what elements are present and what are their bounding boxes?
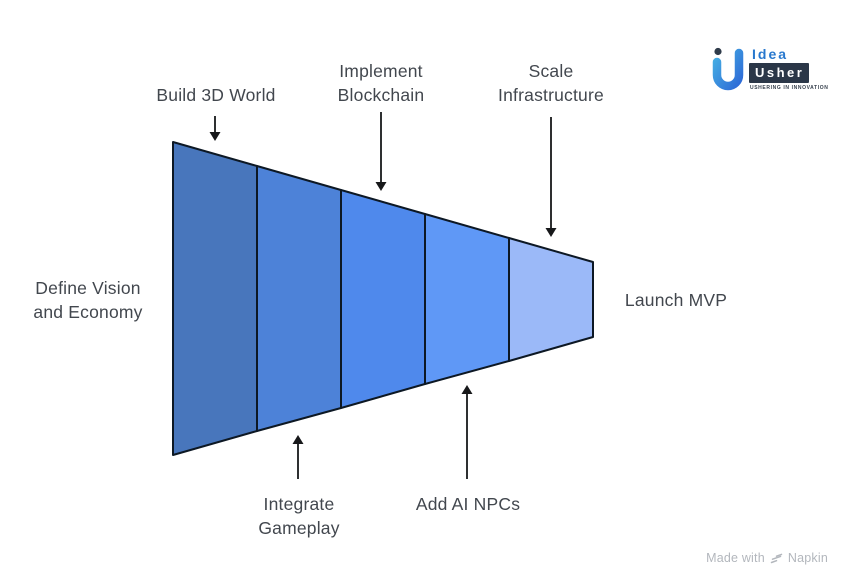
label-add-ai-npcs: Add AI NPCs (415, 494, 521, 514)
funnel-segment-1 (172, 141, 258, 456)
label-define-vision-economy: Define Vision and Economy (33, 278, 143, 322)
idea-usher-logo: Idea Usher USHERING IN INNOVATION (708, 44, 836, 102)
label-scale-infrastructure: Scale Infrastructure (498, 61, 604, 105)
funnel-segment-2 (256, 165, 342, 432)
label-build-3d-world: Build 3D World (156, 85, 276, 105)
funnel-segment-4 (424, 213, 510, 385)
napkin-icon (770, 553, 783, 563)
funnel-segment-5 (508, 237, 594, 362)
label-implement-blockchain: Implement Blockchain (337, 61, 425, 105)
arrow-scale-infrastructure (545, 117, 557, 237)
arrow-integrate-gameplay (292, 435, 304, 479)
arrow-implement-blockchain (375, 112, 387, 191)
logo-word-idea: Idea (752, 46, 789, 62)
napkin-brand-text: Napkin (787, 551, 828, 565)
logo-word-usher: Usher (749, 63, 810, 83)
made-with-text: Made with (706, 551, 765, 565)
arrow-build-3d-world (209, 116, 221, 141)
arrow-add-ai-npcs (461, 385, 473, 479)
label-launch-mvp: Launch MVP (624, 290, 728, 310)
made-with-napkin-link[interactable]: Made with Napkin (706, 551, 828, 565)
logo-tagline: USHERING IN INNOVATION (750, 85, 829, 91)
logo-u-icon (712, 47, 744, 91)
funnel-segment-3 (340, 189, 426, 409)
label-integrate-gameplay: Integrate Gameplay (258, 494, 340, 538)
